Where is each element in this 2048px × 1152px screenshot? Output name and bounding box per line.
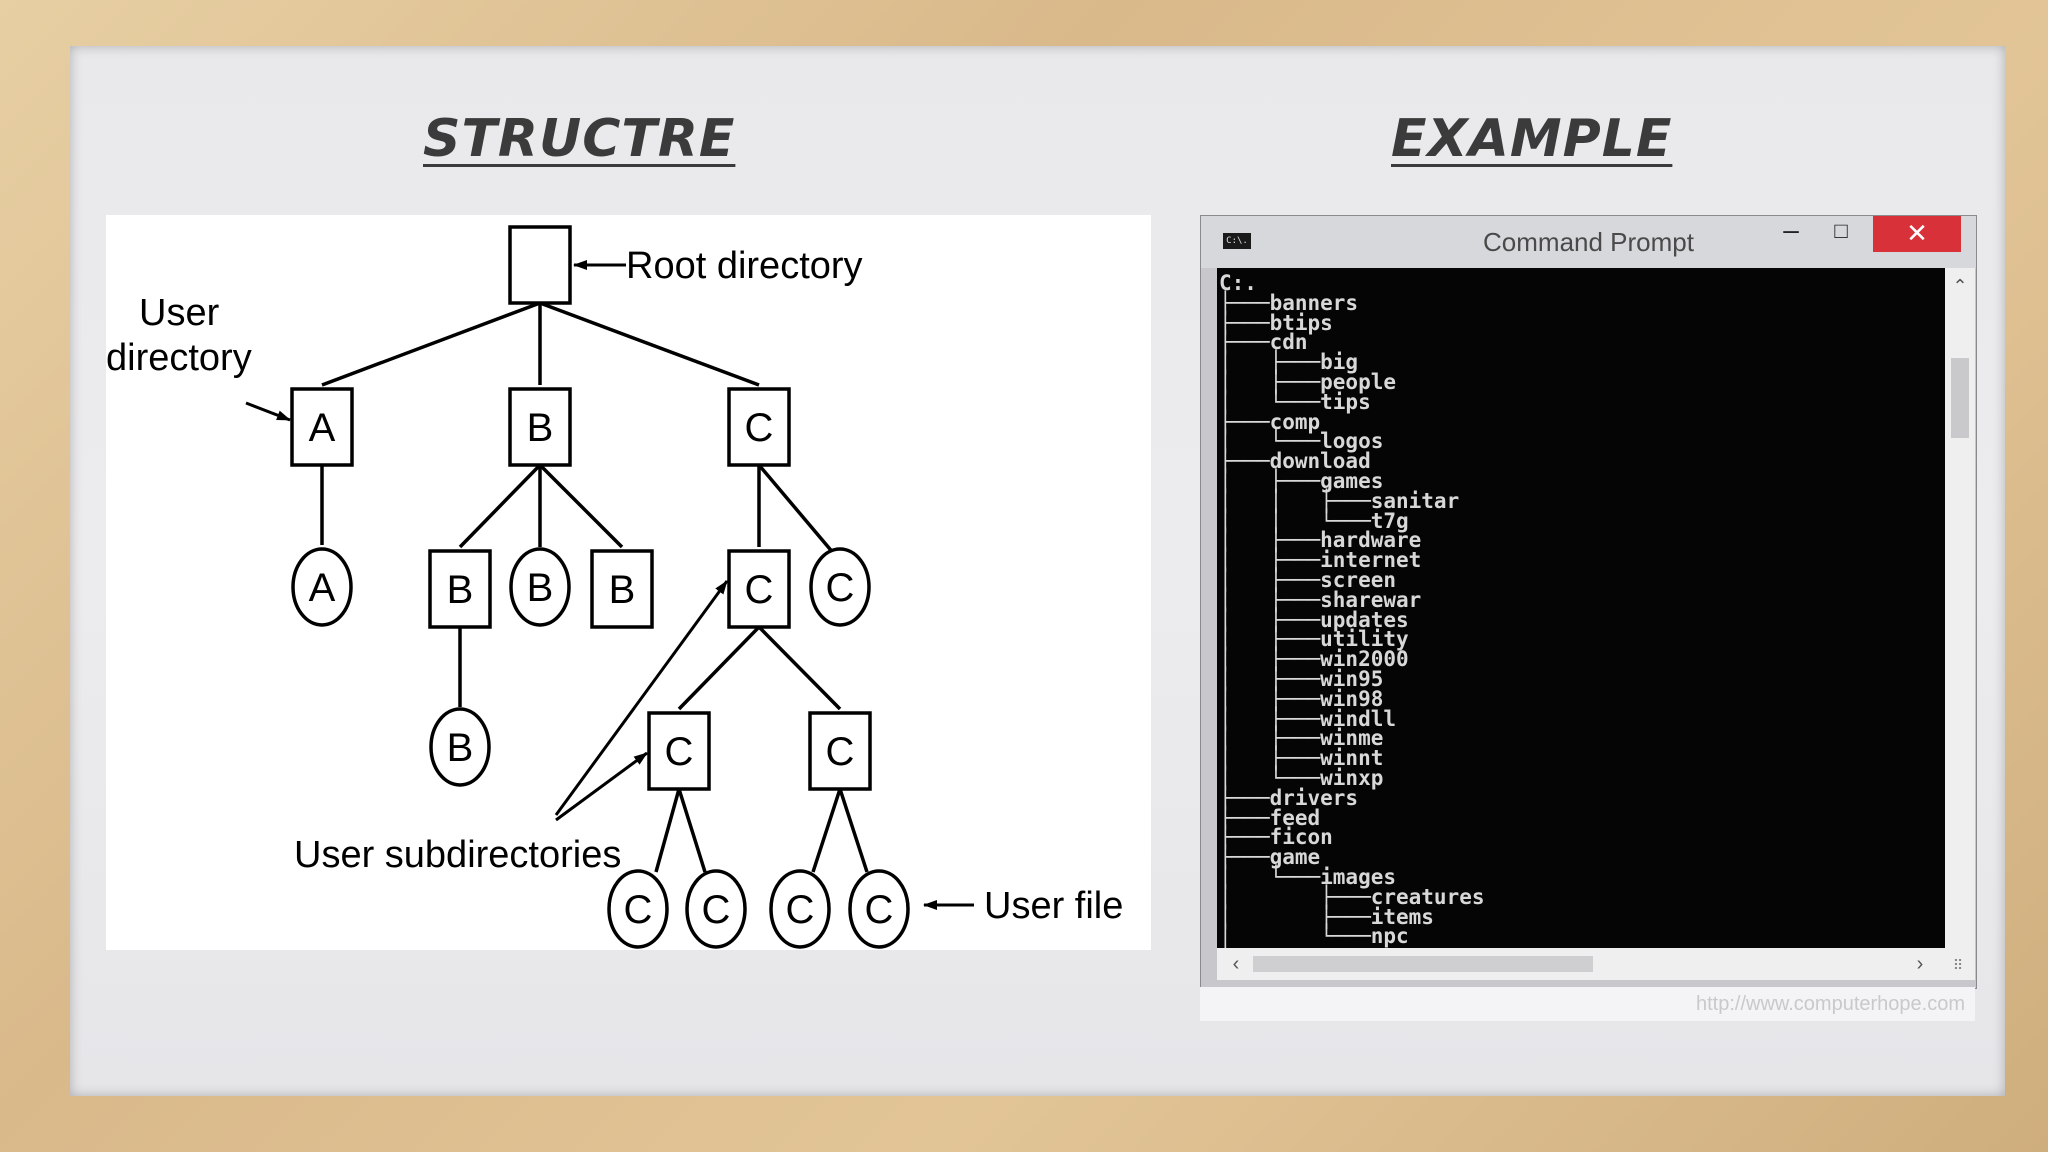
minimize-button[interactable]: –: [1783, 214, 1799, 245]
command-prompt-window: C:\. Command Prompt – □ ✕ C:. ├───banner…: [1200, 215, 1977, 989]
subdirectory-c1-node: [647, 711, 711, 791]
node-label: C: [826, 566, 855, 610]
window-titlebar[interactable]: C:\. Command Prompt – □ ✕: [1201, 216, 1976, 268]
node-label: C: [745, 568, 774, 612]
subdirectory-b2-node: [590, 549, 654, 629]
user-directory-b-node: [508, 387, 572, 467]
user-directory-c-node: [727, 387, 791, 467]
user-file-label: User file: [984, 885, 1123, 927]
resize-grip-icon[interactable]: ⠿: [1952, 957, 1964, 973]
source-strip: http://www.computerhope.com: [1200, 987, 1975, 1021]
node-label: B: [527, 566, 554, 610]
horizontal-scroll-thumb[interactable]: [1253, 956, 1593, 972]
node-label: C: [786, 888, 815, 932]
file-a-node: [291, 547, 353, 627]
chevron-right-icon[interactable]: ›: [1916, 953, 1924, 975]
maximize-button[interactable]: □: [1834, 218, 1848, 243]
user-subdirectories-label: User subdirectories: [294, 834, 621, 876]
tree-output-text: C:. ├───banners ├───btips ├───cdn │ ├───…: [1219, 271, 1485, 948]
console-output[interactable]: C:. ├───banners ├───btips ├───cdn │ ├───…: [1217, 268, 1945, 948]
root-directory-label: Root directory: [626, 245, 863, 287]
file-b-node: [509, 547, 571, 627]
subdirectory-c-node: [727, 549, 791, 629]
node-label: C: [624, 888, 653, 932]
node-label: C: [865, 888, 894, 932]
file-b2-node: [429, 707, 491, 787]
chevron-up-icon[interactable]: ⌃: [1952, 276, 1968, 296]
node-label: B: [447, 726, 474, 770]
node-label: B: [527, 406, 554, 450]
structure-heading: STRUCTRE: [423, 109, 736, 169]
chevron-left-icon[interactable]: ‹: [1232, 953, 1240, 975]
directory-tree-diagram: A B C A B B B B C C C C C C C C Root dir…: [106, 215, 1151, 950]
node-label: B: [609, 568, 636, 612]
source-url-watermark: http://www.computerhope.com: [1695, 993, 1965, 1015]
user-directory-label-line2: directory: [106, 337, 252, 379]
window-title: Command Prompt: [1483, 227, 1694, 257]
root-directory-node: [508, 225, 572, 305]
subdirectory-c2-node: [808, 711, 872, 791]
node-label: C: [665, 730, 694, 774]
vertical-scroll-thumb[interactable]: [1951, 358, 1969, 438]
annotation-labels: Root directory User directory User subdi…: [106, 245, 1123, 927]
node-label: A: [309, 566, 336, 610]
vertical-scrollbar[interactable]: ⌃: [1945, 268, 1975, 948]
file-c3-node: [769, 869, 831, 949]
file-c1-node: [607, 869, 669, 949]
node-label: C: [702, 888, 731, 932]
node-label: B: [447, 568, 474, 612]
horizontal-scrollbar[interactable]: ‹ › ⠿: [1217, 948, 1975, 980]
node-label: C: [745, 406, 774, 450]
node-label: A: [309, 406, 336, 450]
tree-edges: [320, 301, 869, 873]
subdirectory-b-node: [428, 549, 492, 629]
tree-svg: A B C A B B B B C C C C C C C C Root dir…: [106, 225, 1123, 949]
user-directory-label-line1: User: [139, 292, 220, 334]
cmd-icon: C:\.: [1223, 233, 1251, 249]
file-c4-node: [848, 869, 910, 949]
annotation-arrows: [245, 260, 974, 910]
close-button[interactable]: ✕: [1873, 216, 1961, 252]
file-c2-node: [685, 869, 747, 949]
user-directory-a-node: [290, 387, 354, 467]
node-label: C: [826, 730, 855, 774]
tree-nodes: [290, 225, 910, 949]
node-labels: A B C A B B B B C C C C C C C C: [309, 406, 894, 932]
file-c-node: [809, 547, 871, 627]
example-heading: EXAMPLE: [1391, 109, 1673, 169]
